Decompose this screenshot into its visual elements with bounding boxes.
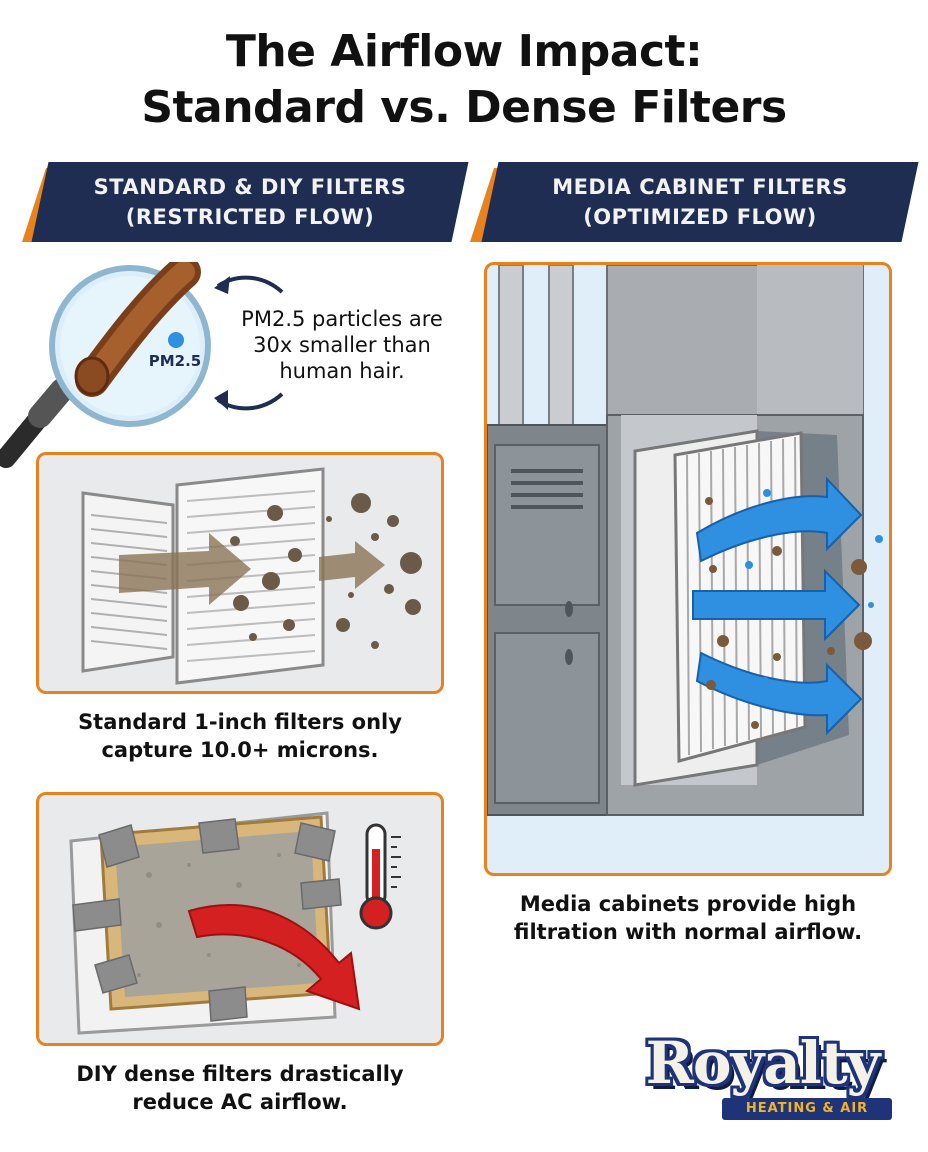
media-cabinet-caption: Media cabinets provide high filtration w… bbox=[513, 892, 863, 944]
magnifier-label: PM2.5 bbox=[148, 352, 202, 370]
standard-filter-illustration bbox=[81, 467, 422, 685]
hair-strand-icon bbox=[74, 262, 201, 397]
standard-filter-caption: Standard 1-inch filters only capture 10.… bbox=[78, 710, 402, 762]
media-cabinet-panel bbox=[484, 262, 892, 876]
diy-filter-illustration bbox=[69, 811, 401, 1035]
logo-tagline: HEATING & AIR bbox=[722, 1098, 892, 1120]
standard-filter-panel bbox=[36, 452, 444, 694]
page-title-line2: Standard vs. Dense Filters bbox=[141, 82, 787, 133]
diy-filter-caption: DIY dense filters drastically reduce AC … bbox=[76, 1062, 404, 1114]
furnace-icon bbox=[487, 265, 883, 816]
airflow-arrow-icon bbox=[319, 541, 385, 589]
banner-right-line1: MEDIA CABINET FILTERS bbox=[552, 175, 848, 199]
brand-logo: Royalty HEATING & AIR bbox=[630, 1028, 895, 1128]
airflow-arrow-icon bbox=[692, 476, 863, 736]
logo-wordmark: Royalty bbox=[645, 1029, 881, 1097]
magnifying-glass-icon bbox=[0, 262, 284, 468]
diy-filter-panel bbox=[36, 792, 444, 1046]
banner-left-line1: STANDARD & DIY FILTERS bbox=[93, 175, 407, 199]
thermometer-icon bbox=[359, 823, 401, 930]
page-title-line1: The Airflow Impact: bbox=[225, 26, 703, 77]
banner-left-line2: (RESTRICTED FLOW) bbox=[125, 205, 375, 229]
airflow-arrow-icon bbox=[187, 904, 361, 1011]
banner-right-line2: (OPTIMIZED FLOW) bbox=[583, 205, 817, 229]
banner-media-cabinet: MEDIA CABINET FILTERS (OPTIMIZED FLOW) bbox=[468, 162, 919, 242]
banner-standard-diy: STANDARD & DIY FILTERS (RESTRICTED FLOW) bbox=[18, 162, 469, 242]
pm25-particle-icon bbox=[168, 332, 184, 348]
hair-comparison-note: PM2.5 particles are 30x smaller than hum… bbox=[241, 307, 443, 383]
airflow-arrow-icon bbox=[119, 533, 251, 605]
